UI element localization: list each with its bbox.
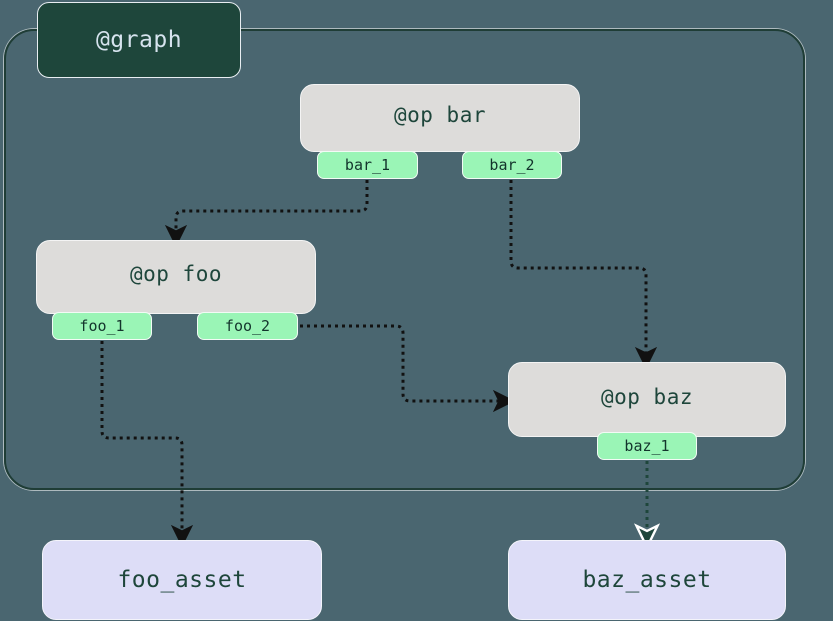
op-node-baz[interactable]: @op baz: [508, 362, 786, 437]
graph-container: [4, 29, 805, 490]
output-chip-baz_1[interactable]: baz_1: [597, 432, 697, 460]
output-chip-foo_2[interactable]: foo_2: [197, 312, 298, 340]
op-node-title-foo: @op foo: [129, 262, 222, 286]
graph-label: @graph: [37, 2, 241, 78]
output-chip-bar_2[interactable]: bar_2: [462, 151, 562, 179]
op-node-foo[interactable]: @op foo: [36, 240, 316, 314]
op-node-bar[interactable]: @op bar: [300, 84, 580, 152]
op-node-title-bar: @op bar: [393, 103, 486, 127]
output-chip-foo_1[interactable]: foo_1: [52, 312, 152, 340]
asset-node-foo_asset[interactable]: foo_asset: [42, 540, 322, 620]
op-node-title-baz: @op baz: [600, 384, 693, 409]
graph-label-text: @graph: [95, 27, 183, 53]
asset-node-baz_asset[interactable]: baz_asset: [508, 540, 786, 620]
output-chip-bar_1[interactable]: bar_1: [317, 151, 418, 179]
